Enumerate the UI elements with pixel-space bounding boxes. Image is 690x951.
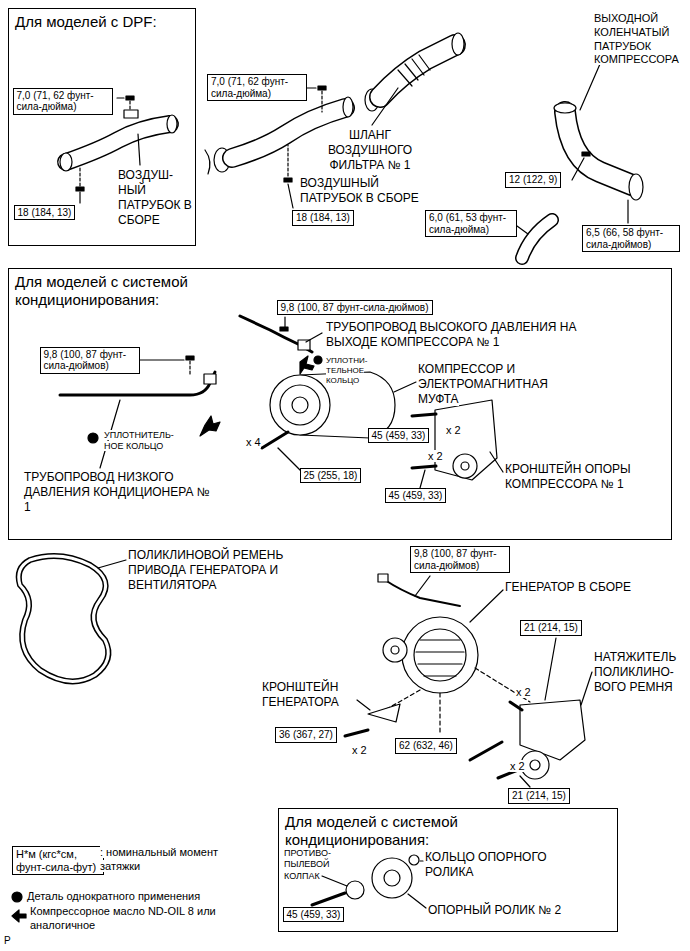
label-holder: КРОНШТЕЙН ГЕНЕРАТОРА	[262, 680, 354, 710]
part-name: ПРОТИВО- ПЫЛЕВОЙ КОЛПАК	[284, 848, 331, 881]
label-holder: Компрессорное масло ND-OIL 8 или аналоги…	[30, 905, 266, 933]
torque-value: 6,5 (66, 58 фунт-сила-дюймов)	[586, 227, 676, 250]
torque-spec-box: 9,8 (100, 87 фунт-сила-дюймов)	[277, 300, 433, 316]
legend-text: Деталь однократного применения	[27, 890, 200, 902]
part-name: КРОНШТЕЙН ОПОРЫ КОМПРЕССОРА № 1	[505, 462, 631, 491]
torque-spec-box: 62 (632, 46)	[395, 738, 457, 754]
label-holder: P	[4, 935, 11, 948]
label-holder: : номинальный момент затяжки	[100, 846, 260, 874]
torque-spec-box: 6,5 (66, 58 фунт-сила-дюймов)	[582, 225, 680, 252]
torque-value: 7,0 (71, 62 фунт-сила-дюйма)	[211, 76, 303, 99]
label-holder: x 2	[516, 686, 531, 700]
torque-spec-box: 12 (122, 9)	[505, 172, 561, 188]
part-name: ШЛАНГ ВОЗДУШНОГО ФИЛЬТРА № 1	[328, 128, 412, 172]
torque-spec-box: 7,0 (71, 62 фунт-сила-дюйма)	[13, 88, 113, 115]
legend-sample-box: Н*м (кгс*см, фунт-сила-фут)	[12, 846, 104, 875]
label-holder: УПЛОТНИТЕЛЬ- НОЕ КОЛЬЦО	[104, 430, 190, 453]
label-holder: УПЛОТНИ- ТЕЛЬНОЕ КОЛЬЦО	[326, 356, 376, 386]
torque-value: 6,0 (61, 53 фунт-сила-дюйма)	[429, 212, 513, 235]
label-holder: ШЛАНГ ВОЗДУШНОГО ФИЛЬТРА № 1	[320, 128, 420, 173]
legend-text: Компрессорное масло ND-OIL 8 или аналоги…	[30, 905, 216, 931]
label-holder: ТРУБОПРОВОД НИЗКОГО ДАВЛЕНИЯ КОНДИЦИОНЕР…	[24, 470, 210, 515]
torque-value: Н*м (кгс*см, фунт-сила-фут)	[16, 848, 100, 873]
part-name: ВЫХОДНОЙ КОЛЕНЧАТЫЙ ПАТРУБОК КОМПРЕССОРА	[594, 12, 679, 65]
part-name: ОПОРНЫЙ РОЛИК № 2	[428, 903, 561, 917]
torque-value: 9,8 (100, 87 фунт-сила-дюймов)	[414, 548, 506, 571]
panel-heading: Для моделей с системой кондиционирования…	[9, 269, 216, 313]
label-holder: ОПОРНЫЙ РОЛИК № 2	[428, 903, 588, 918]
panel-heading: Для моделей с DPF:	[9, 9, 201, 35]
quantity-mark: x 2	[510, 760, 525, 772]
part-name: ТРУБОПРОВОД ВЫСОКОГО ДАВЛЕНИЯ НА ВЫХОДЕ …	[326, 320, 577, 349]
torque-value: 62 (632, 46)	[399, 740, 453, 752]
torque-value: 45 (459, 33)	[389, 490, 443, 502]
quantity-mark: x 2	[352, 744, 367, 756]
torque-spec-box: 45 (459, 33)	[283, 907, 345, 923]
label-holder: ВОЗДУШНЫЙ ПАТРУБОК В СБОРЕ	[300, 176, 438, 206]
torque-value: 21 (214, 15)	[512, 790, 566, 802]
label-holder: x 2	[510, 760, 525, 774]
torque-spec-box: 45 (459, 33)	[385, 488, 447, 504]
label-holder: ВЫХОДНОЙ КОЛЕНЧАТЫЙ ПАТРУБОК КОМПРЕССОРА	[594, 12, 686, 67]
torque-value: 18 (184, 13)	[296, 212, 350, 224]
torque-value: 7,0 (71, 62 фунт-сила-дюйма)	[17, 90, 109, 113]
part-name: ВОЗДУШНЫЙ ПАТРУБОК В СБОРЕ	[300, 176, 419, 205]
quantity-mark: x 2	[516, 686, 531, 698]
label-holder: x 2	[352, 744, 367, 758]
part-name: ВОЗДУШ- НЫЙ ПАТРУБОК В СБОРЕ	[118, 168, 192, 227]
torque-value: 36 (367, 27)	[279, 729, 333, 741]
torque-spec-box: 21 (214, 15)	[508, 788, 570, 804]
label-holder: ПОЛИКЛИНОВОЙ РЕМЕНЬ ПРИВОДА ГЕНЕРАТОРА И…	[128, 548, 306, 593]
label-holder: ТРУБОПРОВОД ВЫСОКОГО ДАВЛЕНИЯ НА ВЫХОДЕ …	[326, 320, 616, 350]
variant-panel: Для моделей с системой кондиционирования…	[8, 268, 672, 540]
torque-value: 21 (214, 15)	[524, 622, 578, 634]
part-name: КОМПРЕССОР И ЭЛЕКТРОМАГНИТНАЯ МУФТА	[418, 362, 548, 406]
label-holder: x 4	[246, 436, 261, 450]
panel-heading: Для моделей с системой кондиционирования…	[279, 809, 486, 853]
label-holder: ВОЗДУШ- НЫЙ ПАТРУБОК В СБОРЕ	[118, 168, 192, 228]
torque-spec-box: 6,0 (61, 53 фунт-сила-дюйма)	[425, 210, 517, 237]
part-name: УПЛОТНИТЕЛЬ- НОЕ КОЛЬЦО	[104, 430, 174, 451]
torque-value: 45 (459, 33)	[287, 909, 341, 921]
page-mark: P	[4, 935, 11, 946]
label-holder: x 2	[446, 424, 461, 438]
quantity-mark: x 2	[446, 424, 461, 436]
torque-spec-box: 9,8 (100, 87 фунт-сила-дюймов)	[410, 546, 510, 573]
legend-text: : номинальный момент затяжки	[100, 846, 218, 872]
label-holder: КОМПРЕССОР И ЭЛЕКТРОМАГНИТНАЯ МУФТА	[418, 362, 562, 407]
torque-value: 9,8 (100, 87 фунт-сила-дюймов)	[44, 349, 136, 372]
part-name: НАТЯЖИТЕЛЬ ПОЛИКЛИНО- ВОГО РЕМНЯ	[594, 650, 676, 694]
torque-spec-box: 18 (184, 13)	[14, 205, 76, 221]
part-name: КРОНШТЕЙН ГЕНЕРАТОРА	[262, 680, 339, 709]
quantity-mark: x 4	[246, 436, 261, 448]
torque-spec-box: 7,0 (71, 62 фунт-сила-дюйма)	[207, 74, 307, 101]
label-holder: Деталь однократного применения	[27, 890, 200, 904]
torque-value: 12 (122, 9)	[509, 174, 557, 186]
torque-spec-box: 25 (255, 18)	[300, 468, 362, 484]
torque-spec-box: 9,8 (100, 87 фунт-сила-дюймов)	[40, 347, 140, 374]
label-holder: НАТЯЖИТЕЛЬ ПОЛИКЛИНО- ВОГО РЕМНЯ	[594, 650, 684, 695]
torque-value: 45 (459, 33)	[372, 430, 426, 442]
torque-value: 25 (255, 18)	[304, 470, 358, 482]
label-holder: ГЕНЕРАТОР В СБОРЕ	[505, 580, 665, 595]
label-holder: x 2	[428, 450, 443, 464]
part-name: КОЛЬЦО ОПОРНОГО РОЛИКА	[425, 850, 547, 879]
torque-spec-box: 45 (459, 33)	[368, 428, 430, 444]
torque-spec-box: 21 (214, 15)	[520, 620, 582, 636]
label-holder: КРОНШТЕЙН ОПОРЫ КОМПРЕССОРА № 1	[505, 462, 639, 492]
torque-spec-box: 36 (367, 27)	[275, 727, 337, 743]
torque-value: 18 (184, 13)	[18, 207, 72, 219]
part-name: ПОЛИКЛИНОВОЙ РЕМЕНЬ ПРИВОДА ГЕНЕРАТОРА И…	[128, 548, 283, 592]
torque-value: 9,8 (100, 87 фунт-сила-дюймов)	[281, 302, 429, 314]
label-holder: ПРОТИВО- ПЫЛЕВОЙ КОЛПАК	[284, 848, 336, 882]
label-holder: КОЛЬЦО ОПОРНОГО РОЛИКА	[425, 850, 557, 880]
quantity-mark: x 2	[428, 450, 443, 462]
part-name: ТРУБОПРОВОД НИЗКОГО ДАВЛЕНИЯ КОНДИЦИОНЕР…	[24, 470, 210, 514]
part-name: ГЕНЕРАТОР В СБОРЕ	[505, 580, 631, 594]
torque-spec-box: 18 (184, 13)	[292, 210, 354, 226]
part-name: УПЛОТНИ- ТЕЛЬНОЕ КОЛЬЦО	[326, 356, 367, 385]
